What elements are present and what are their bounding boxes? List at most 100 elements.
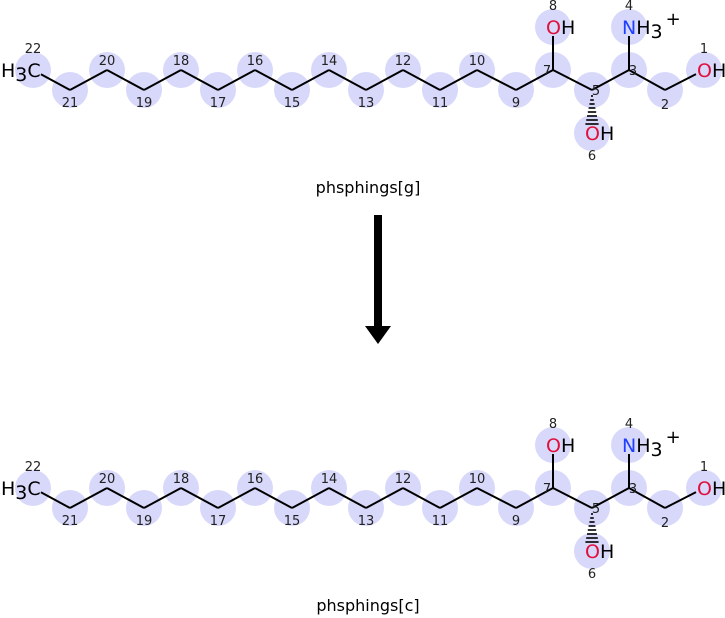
bond [254, 69, 293, 91]
atom-suffix: H [712, 478, 725, 500]
bond [476, 487, 517, 509]
bond [515, 487, 554, 509]
atom-number: 18 [173, 54, 190, 69]
atom-number: 19 [136, 514, 153, 529]
atom-element: N [622, 435, 636, 457]
bond [40, 73, 71, 91]
atom-number: 4 [625, 0, 633, 14]
bond [439, 487, 478, 509]
charge-label: + [666, 9, 681, 30]
atom-number: 1 [700, 460, 708, 475]
bond [365, 69, 404, 91]
atom-number: 3 [629, 482, 637, 497]
bond [69, 69, 108, 91]
bond [217, 487, 256, 509]
bond [591, 487, 630, 509]
atom-number: 18 [173, 472, 190, 487]
atom-highlight [15, 470, 51, 506]
bond [664, 491, 697, 509]
atom-element: O [697, 60, 712, 82]
atom-number: 10 [469, 54, 486, 69]
atom-suffix: H [561, 17, 575, 39]
atom-label: NH3 [622, 17, 663, 43]
bond [254, 487, 293, 509]
atom-number: 1 [700, 42, 708, 57]
atom-number: 16 [247, 54, 264, 69]
atom-label: H3C [1, 478, 41, 504]
atom-number: 17 [210, 514, 227, 529]
bond [591, 69, 630, 91]
atom-number: 17 [210, 96, 227, 111]
bond [664, 73, 697, 91]
atom-element: O [585, 123, 600, 145]
atom-element: O [697, 478, 712, 500]
atom-number: 15 [284, 96, 301, 111]
atom-number: 21 [62, 96, 79, 111]
bond [365, 487, 404, 509]
atom-label: OH [697, 60, 725, 82]
atom-number: 22 [25, 42, 42, 57]
bond [402, 69, 441, 91]
atom-label: OH [697, 478, 725, 500]
bond [106, 69, 145, 91]
atom-highlight [535, 427, 571, 463]
atom-number: 19 [136, 96, 153, 111]
atom-number: 11 [432, 96, 449, 111]
atom-number: 13 [358, 514, 375, 529]
atom-number: 3 [629, 64, 637, 79]
atom-highlight [686, 52, 722, 88]
atom-number: 10 [469, 472, 486, 487]
bond [402, 487, 441, 509]
reaction-arrow [365, 215, 391, 344]
atom-label: OH [585, 541, 614, 563]
atom-element: O [546, 435, 561, 457]
atom-label: H3C [1, 60, 41, 86]
atom-suffix: H [600, 541, 614, 563]
atom-suffix: H [712, 60, 725, 82]
atom-suffix: H [636, 435, 650, 457]
bond [628, 487, 666, 509]
bond [143, 487, 182, 509]
atom-prefix: H [1, 60, 15, 82]
molecule-bottom: OH123NH3+45OH67OH89101112131415161718192… [1, 417, 725, 582]
atom-number: 4 [625, 417, 633, 432]
atom-number: 14 [321, 472, 338, 487]
bond [552, 69, 593, 91]
atom-number: 9 [512, 96, 520, 111]
atom-number: 8 [549, 417, 557, 432]
atom-number: 2 [661, 516, 669, 531]
atom-suffix-sub: 3 [651, 21, 663, 43]
atom-number: 8 [549, 0, 557, 14]
atom-label: OH [546, 17, 575, 39]
bond [143, 69, 182, 91]
molecule-top: OH123NH3+45OH67OH89101112131415161718192… [1, 0, 725, 164]
atom-number: 15 [284, 514, 301, 529]
atom-element: C [27, 60, 40, 82]
atom-prefix: H [1, 478, 15, 500]
atom-highlight [686, 470, 722, 506]
atom-suffix: H [600, 123, 614, 145]
bond [180, 487, 219, 509]
atom-number: 6 [588, 149, 596, 164]
atom-number: 20 [99, 54, 116, 69]
atom-highlight [574, 115, 610, 151]
atom-number: 22 [25, 460, 42, 475]
atom-number: 13 [358, 96, 375, 111]
bond [328, 69, 367, 91]
atom-prefix-sub: 3 [15, 64, 27, 86]
atom-number: 5 [592, 84, 600, 99]
atom-suffix-sub: 3 [651, 439, 663, 461]
atom-number: 5 [592, 502, 600, 517]
bond [328, 487, 367, 509]
arrow-head [365, 326, 391, 344]
bond [69, 487, 108, 509]
bond [515, 69, 554, 91]
atom-number: 16 [247, 472, 264, 487]
bond [180, 69, 219, 91]
atom-number: 7 [543, 482, 551, 497]
atom-number: 7 [543, 64, 551, 79]
atom-number: 21 [62, 514, 79, 529]
atom-element: O [585, 541, 600, 563]
charge-label: + [666, 427, 681, 448]
